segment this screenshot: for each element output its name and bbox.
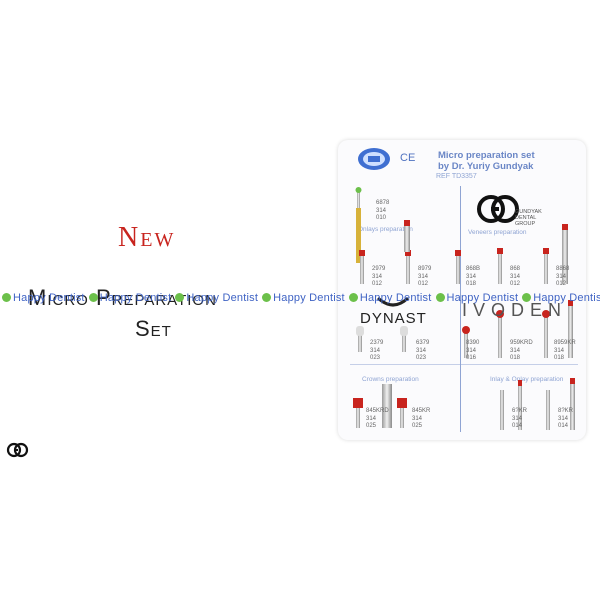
watermark-text: Happy Dentist bbox=[446, 292, 519, 304]
bur-8959kr bbox=[542, 310, 550, 358]
headline-set: Set bbox=[135, 316, 172, 341]
gundyak-logo-text: GUNDYAK DENTAL GROUP bbox=[515, 209, 542, 227]
gundyak-text-line: GUNDYAK bbox=[515, 209, 542, 215]
gundyak-text-line: DENTAL bbox=[515, 215, 537, 221]
bur-959krd bbox=[496, 310, 504, 358]
watermark-dot-icon bbox=[348, 293, 358, 302]
bur-2379 bbox=[356, 326, 364, 352]
brand-oval-icon bbox=[358, 148, 390, 170]
bur-845kr bbox=[397, 398, 407, 428]
watermark-dot-icon bbox=[175, 293, 185, 302]
dynast-swoosh-icon bbox=[376, 296, 410, 307]
bur-8979 bbox=[405, 250, 411, 284]
bur-845krd bbox=[353, 398, 363, 428]
bur-8390 bbox=[462, 326, 470, 358]
bur-8959kr-tall bbox=[568, 300, 573, 358]
watermark-text: Happy Dentist bbox=[533, 292, 600, 304]
burs-illustration bbox=[353, 187, 575, 430]
bur-2979 bbox=[359, 250, 365, 284]
bur-868b bbox=[455, 250, 461, 284]
card-divider-horizontal bbox=[350, 364, 578, 365]
brand-dynast: DYNAST bbox=[360, 310, 427, 327]
bur-veneer-tall bbox=[562, 224, 568, 284]
bur-inlay-1 bbox=[500, 390, 504, 430]
watermark-text: Happy Dentist bbox=[273, 292, 345, 304]
watermark-text: Happy Dentist bbox=[359, 292, 432, 304]
headline-new: New bbox=[118, 222, 176, 253]
section-crowns: Crowns preparation bbox=[362, 376, 419, 383]
section-onlays: Onlays preparation bbox=[358, 226, 413, 233]
bur-crown-wide bbox=[382, 384, 392, 428]
product-card bbox=[338, 140, 586, 440]
section-inlay: Inlay & Onlay preparation bbox=[490, 376, 564, 383]
watermark-dot-icon bbox=[435, 293, 445, 302]
gundyak-text-line: GROUP bbox=[515, 221, 536, 227]
watermark-strip: Happy Dentist Happy Dentist Happy Dentist H… bbox=[0, 292, 600, 304]
brand-ivoden: IVODEN bbox=[462, 300, 568, 320]
card-title: Micro preparation set by Dr. Yuriy Gundy… bbox=[438, 150, 535, 172]
headline-title: Micro Preparation bbox=[28, 285, 217, 310]
card-title-line2: by Dr. Yuriy Gundyak bbox=[438, 161, 534, 172]
bur-6878 bbox=[355, 187, 362, 263]
bur-6379 bbox=[400, 326, 408, 352]
card-ref: REF TD3357 bbox=[436, 173, 477, 180]
bur-onlay-tall bbox=[404, 220, 410, 252]
watermark-text: Happy Dentist bbox=[13, 292, 85, 304]
bur-868 bbox=[497, 248, 503, 284]
bur-inlay-4 bbox=[570, 378, 575, 430]
ce-mark: CE bbox=[400, 152, 416, 164]
watermark-dot-icon bbox=[262, 293, 272, 302]
watermark-dot-icon bbox=[2, 293, 11, 302]
card-divider-vertical bbox=[460, 186, 461, 432]
gundyak-logo-icon bbox=[6, 442, 29, 458]
watermark-dot-icon bbox=[522, 293, 532, 302]
bur-inlay-3 bbox=[546, 390, 550, 430]
bur-inlay-2 bbox=[518, 380, 522, 430]
watermark-dot-icon bbox=[88, 293, 98, 302]
bur-8868 bbox=[543, 248, 549, 284]
gundyak-logo-icon bbox=[477, 195, 519, 223]
section-veneers: Veneers preparation bbox=[468, 229, 527, 236]
watermark-text: Happy Dentist bbox=[99, 292, 172, 304]
watermark-text: Happy Dentist bbox=[186, 292, 259, 304]
card-title-line1: Micro preparation set bbox=[438, 150, 535, 161]
